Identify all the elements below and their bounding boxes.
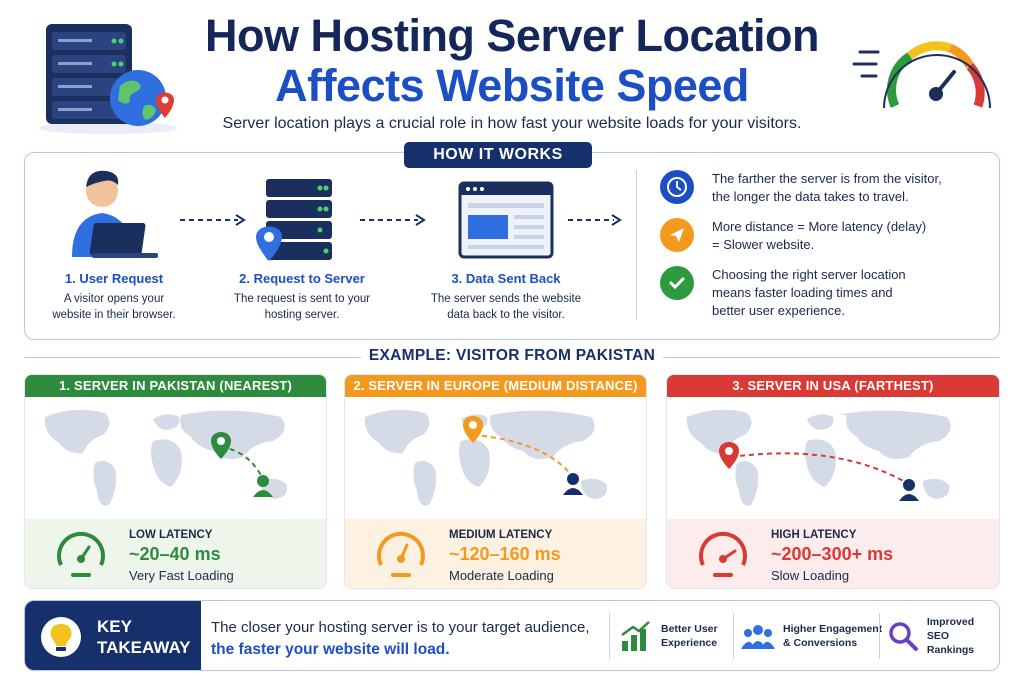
card-header: 3. SERVER IN USA (FARTHEST) bbox=[667, 375, 999, 397]
card-server-pakistan: 1. SERVER IN PAKISTAN (NEAREST) LOW bbox=[24, 374, 327, 589]
step-3-desc-1: The server sends the website bbox=[430, 293, 582, 305]
step-3-desc-2: data back to the visitor. bbox=[447, 309, 565, 321]
step-1-desc-1: A visitor opens your bbox=[63, 293, 165, 305]
user-laptop-icon bbox=[72, 170, 158, 258]
card-header: 1. SERVER IN PAKISTAN (NEAREST) bbox=[25, 375, 326, 397]
latency-label: HIGH LATENCY bbox=[771, 529, 857, 541]
loading-speed: Very Fast Loading bbox=[129, 568, 234, 583]
latency-value: ~200–300+ ms bbox=[771, 544, 894, 564]
step-data-sent-back: 3. Data Sent Back The server sends the w… bbox=[416, 165, 596, 323]
header: How Hosting Server Location Affects Webs… bbox=[0, 0, 1024, 140]
info-distance: The farther the server is from the visit… bbox=[660, 170, 980, 206]
benefit-divider bbox=[733, 613, 734, 659]
title-line-2: Affects Website Speed bbox=[275, 60, 749, 111]
location-pin-icon bbox=[719, 442, 739, 469]
paper-plane-icon bbox=[660, 218, 694, 252]
key-takeaway-panel: KEY TAKEAWAY The closer your hosting ser… bbox=[24, 600, 1000, 671]
magnifier-icon bbox=[889, 622, 918, 651]
info-3-line-3: better user experience. bbox=[712, 303, 845, 318]
title-line-1: How Hosting Server Location bbox=[204, 10, 820, 61]
benefit-divider bbox=[609, 613, 610, 659]
lightbulb-icon bbox=[41, 617, 81, 657]
card-server-usa: 3. SERVER IN USA (FARTHEST) HIGH LAT bbox=[666, 374, 1000, 589]
info-3-line-2: means faster loading times and bbox=[712, 285, 893, 300]
world-map-icon bbox=[25, 397, 326, 517]
info-2-line-1: More distance = More latency (delay) bbox=[712, 219, 927, 234]
growth-chart-icon bbox=[621, 621, 650, 651]
arrow-right-icon bbox=[180, 214, 246, 226]
benefit-engagement: Higher Engagement & Conversions bbox=[741, 611, 882, 661]
latency-label: MEDIUM LATENCY bbox=[449, 529, 553, 541]
visitor-icon bbox=[567, 473, 579, 485]
info-1-line-2: the longer the data takes to travel. bbox=[712, 189, 909, 204]
info-2-line-2: = Slower website. bbox=[712, 237, 815, 252]
how-it-works-label: HOW IT WORKS bbox=[404, 142, 592, 168]
arrow-right-icon bbox=[360, 214, 426, 226]
step-3-title: 3. Data Sent Back bbox=[451, 271, 561, 286]
speedometer-icon bbox=[852, 41, 991, 109]
gauge-icon bbox=[57, 531, 105, 577]
server-globe-icon bbox=[38, 24, 178, 134]
takeaway-message-2: the faster your website will load. bbox=[211, 641, 450, 658]
benefit-3-line-1: Improved SEO bbox=[926, 616, 975, 642]
info-latency: More distance = More latency (delay) = S… bbox=[660, 218, 980, 254]
latency-value: ~120–160 ms bbox=[449, 544, 561, 564]
location-pin-icon bbox=[211, 432, 231, 459]
server-pin-icon bbox=[256, 179, 332, 261]
gauge-icon bbox=[699, 531, 747, 577]
gauge-icon bbox=[377, 531, 425, 577]
step-2-desc-1: The request is sent to your bbox=[233, 293, 371, 305]
arrow-right-icon bbox=[568, 214, 622, 226]
latency-value: ~20–40 ms bbox=[129, 544, 221, 564]
benefit-divider bbox=[879, 613, 880, 659]
example-title: EXAMPLE: VISITOR FROM PAKISTAN bbox=[360, 347, 664, 364]
step-1-desc-2: website in their browser. bbox=[52, 309, 176, 321]
visitor-icon bbox=[257, 475, 269, 487]
info-3-line-1: Choosing the right server location bbox=[712, 267, 906, 282]
visitor-icon bbox=[903, 479, 915, 491]
benefit-seo: Improved SEO Rankings bbox=[887, 611, 999, 661]
benefit-2-line-1: Higher Engagement bbox=[783, 623, 883, 635]
takeaway-label-1: KEY bbox=[97, 617, 132, 636]
benefit-1-line-1: Better User bbox=[661, 623, 718, 635]
benefit-user-experience: Better User Experience bbox=[619, 611, 718, 661]
step-2-desc-2: hosting server. bbox=[264, 309, 340, 321]
benefit-2-line-2: & Conversions bbox=[783, 637, 858, 649]
section-divider bbox=[636, 170, 637, 320]
check-icon bbox=[660, 266, 694, 300]
loading-speed: Moderate Loading bbox=[449, 568, 554, 583]
takeaway-message-1: The closer your hosting server is to you… bbox=[211, 619, 590, 636]
info-1-line-1: The farther the server is from the visit… bbox=[712, 171, 942, 186]
world-map-icon bbox=[667, 397, 999, 517]
takeaway-label-2: TAKEAWAY bbox=[97, 638, 191, 657]
step-user-request: 1. User Request A visitor opens your web… bbox=[24, 165, 204, 323]
location-pin-icon bbox=[463, 416, 483, 443]
card-server-europe: 2. SERVER IN EUROPE (MEDIUM DISTANCE) bbox=[344, 374, 647, 589]
step-1-title: 1. User Request bbox=[64, 271, 164, 286]
world-map-icon bbox=[345, 397, 646, 517]
browser-window-icon bbox=[458, 181, 554, 259]
loading-speed: Slow Loading bbox=[771, 568, 850, 583]
subtitle: Server location plays a crucial role in … bbox=[222, 115, 802, 132]
card-header: 2. SERVER IN EUROPE (MEDIUM DISTANCE) bbox=[345, 375, 646, 397]
latency-label: LOW LATENCY bbox=[129, 529, 213, 541]
benefit-1-line-2: Experience bbox=[661, 637, 718, 649]
step-request-to-server: 2. Request to Server The request is sent… bbox=[212, 165, 392, 323]
benefit-3-line-2: Rankings bbox=[926, 644, 975, 656]
people-group-icon bbox=[741, 625, 775, 649]
info-choose-location: Choosing the right server location means… bbox=[660, 266, 980, 320]
clock-icon bbox=[660, 170, 694, 204]
step-2-title: 2. Request to Server bbox=[239, 271, 365, 286]
